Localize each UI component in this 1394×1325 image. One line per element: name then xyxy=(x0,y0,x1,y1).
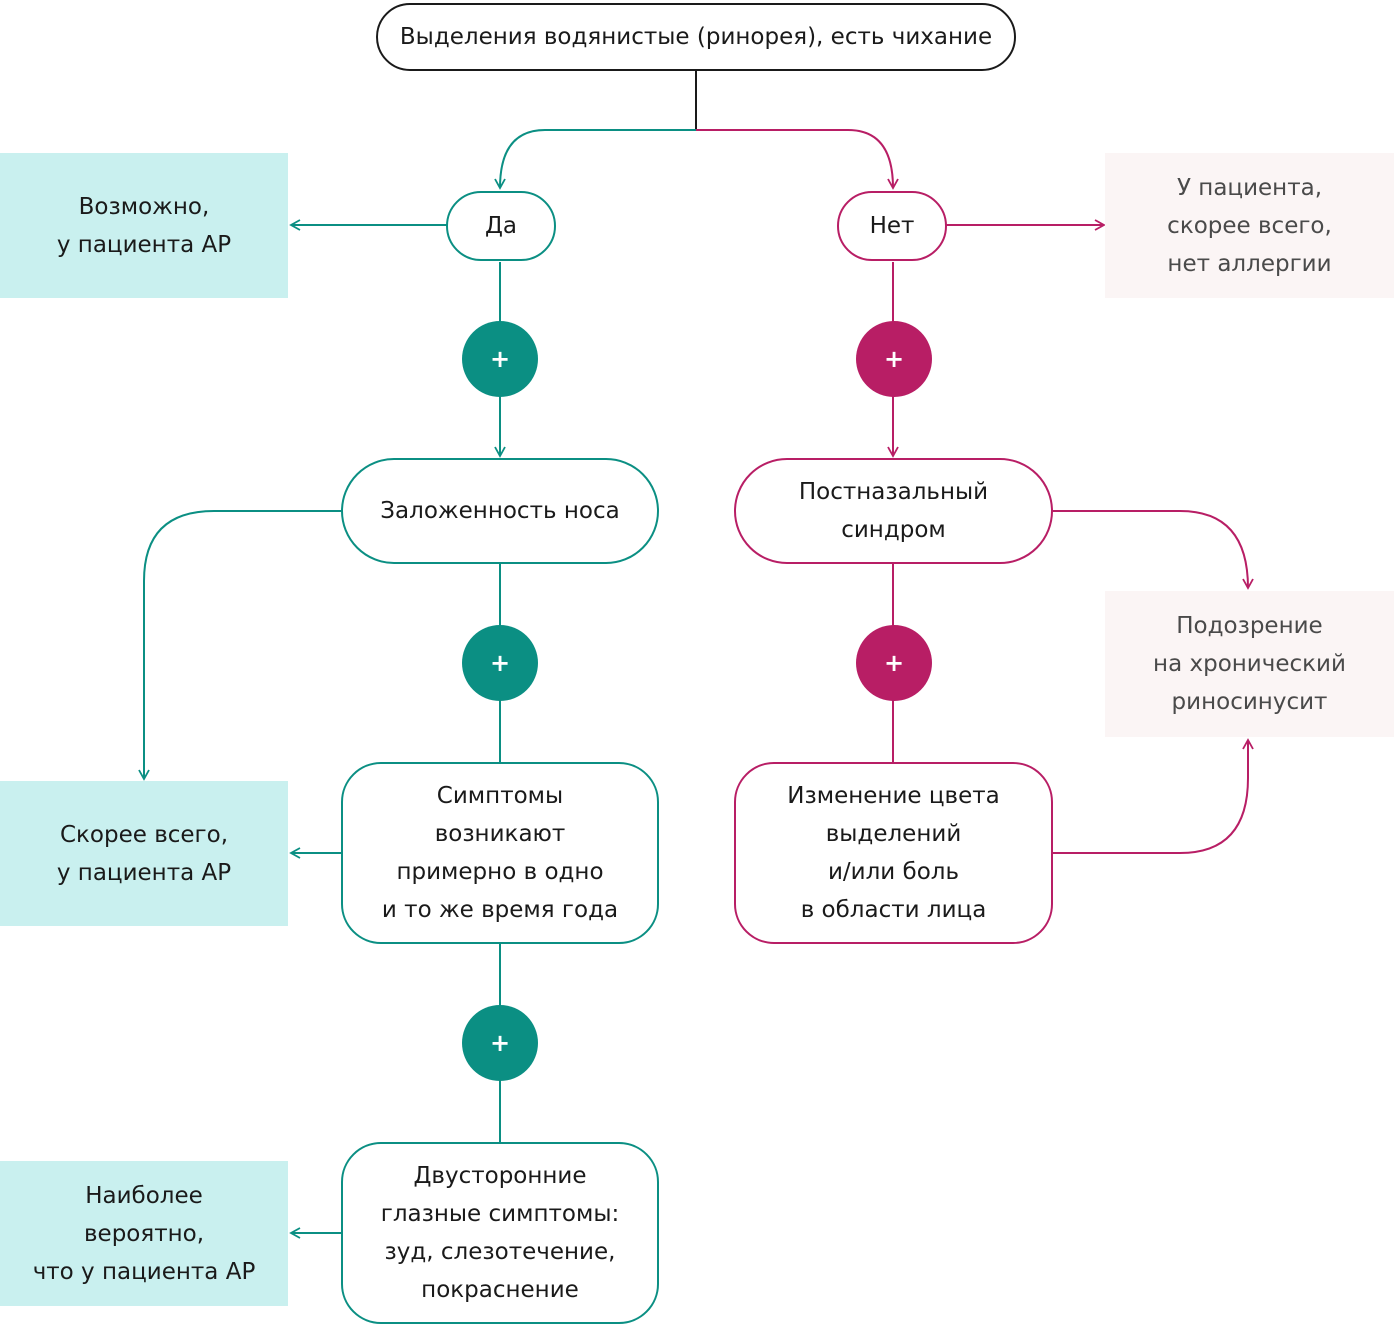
outcome-no-allergy: У пациента, скорее всего, нет аллергии xyxy=(1105,153,1394,298)
outcome-most-likely-ar: Наиболее вероятно, что у пациента АР xyxy=(0,1161,288,1306)
eye-symptoms-node: Двусторонние глазные симптомы: зуд, слез… xyxy=(341,1142,659,1324)
plus-icon-no-1: + xyxy=(856,321,932,397)
root-to-yes-line xyxy=(494,129,696,190)
root-to-no-line xyxy=(696,129,899,190)
plus-icon-yes-1: + xyxy=(462,321,538,397)
postnasal-to-sinusitis-line xyxy=(1053,510,1254,590)
yes-node: Да xyxy=(446,191,556,261)
congestion-to-seasonal-outcome-line xyxy=(138,510,341,781)
color-change-node: Изменение цвета выделений и/или боль в о… xyxy=(734,762,1053,944)
outcome-chronic-rhinosinusitis: Подозрение на хронический риносинусит xyxy=(1105,591,1394,737)
no-node: Нет xyxy=(837,191,947,261)
postnasal-node: Постназальный синдром xyxy=(734,458,1053,564)
congestion-node: Заложенность носа xyxy=(341,458,659,564)
outcome-possible-ar: Возможно, у пациента АР xyxy=(0,153,288,298)
plus-icon-yes-3: + xyxy=(462,1005,538,1081)
root-question: Выделения водянистые (ринорея), есть чих… xyxy=(376,3,1016,71)
seasonal-symptoms-node: Симптомы возникают примерно в одно и то … xyxy=(341,762,659,944)
plus-icon-no-2: + xyxy=(856,625,932,701)
plus-icon-yes-2: + xyxy=(462,625,538,701)
color-change-to-sinusitis-line xyxy=(1053,738,1254,854)
outcome-likely-ar: Скорее всего, у пациента АР xyxy=(0,781,288,926)
